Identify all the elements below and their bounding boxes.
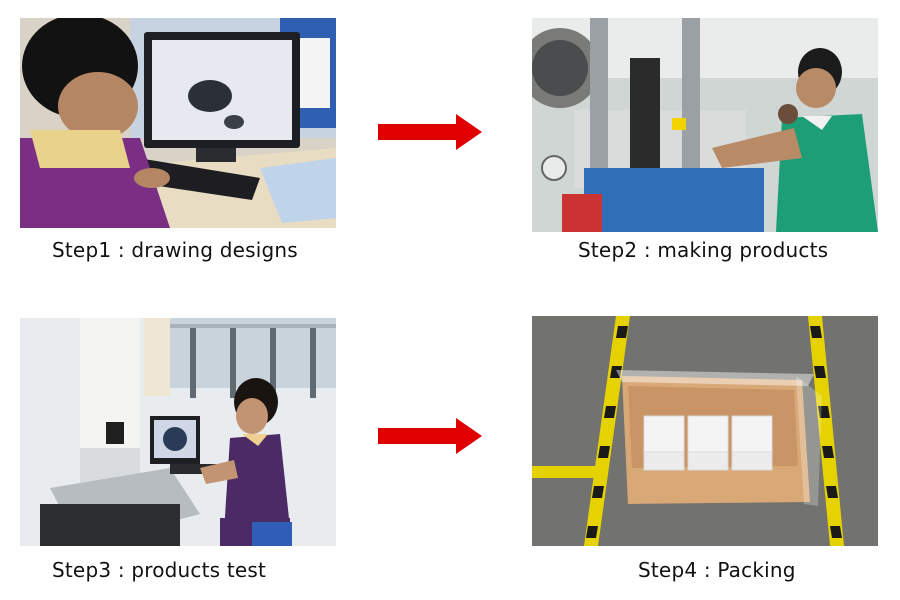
arrow-right-icon-shape (378, 418, 482, 454)
step3-caption: Step3 : products test (52, 558, 267, 582)
step2-caption: Step2 : making products (578, 238, 829, 262)
step1-photo-designer-at-computer (20, 18, 336, 228)
arrow-right-icon (378, 114, 482, 150)
arrow-right-icon (378, 418, 482, 454)
step4-photo-packed-carton (532, 316, 878, 546)
step4-caption: Step4 : Packing (638, 558, 796, 582)
step1-caption: Step1 : drawing designs (52, 238, 298, 262)
arrow-right-icon-shape (378, 114, 482, 150)
step2-photo-worker-at-machine (532, 18, 878, 232)
step3-photo-technician-testing (20, 318, 336, 546)
